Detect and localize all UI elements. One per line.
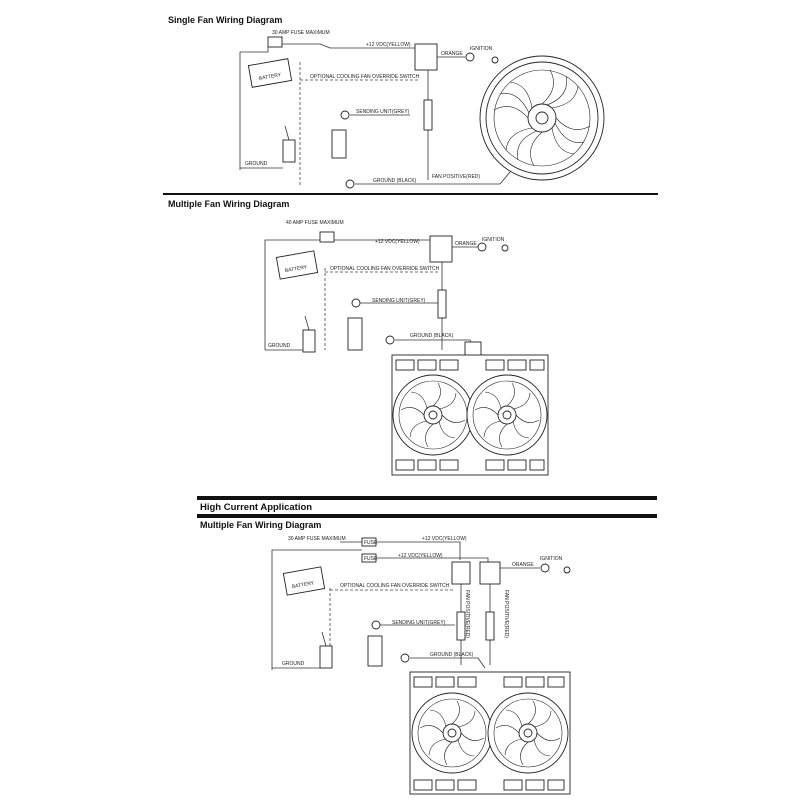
toggle-switch-icon bbox=[282, 139, 296, 163]
single-fan-title: Single Fan Wiring Diagram bbox=[168, 15, 283, 25]
fan-positive-label-2: FAN POSITIVE(RED) bbox=[464, 590, 470, 638]
ignition-label-1: IGNITION bbox=[470, 46, 493, 52]
ignition-icon bbox=[465, 52, 475, 62]
svg-text:BATTERY: BATTERY bbox=[291, 580, 315, 590]
fan-positive-label-1: FAN POSITIVE(RED) bbox=[432, 174, 480, 180]
fuse-icon bbox=[267, 36, 283, 48]
high-current-diagram: 30 AMP FUSE MAXIMUM FUSE FUSE BATTERY +1… bbox=[271, 536, 571, 795]
battery-label: BATTERY bbox=[258, 72, 282, 82]
svg-text:ORANGE: ORANGE bbox=[455, 241, 477, 247]
ground-black-label-1: GROUND (BLACK) bbox=[373, 178, 417, 184]
fuse-small-label-2: FUSE bbox=[364, 556, 378, 562]
svg-text:OPTIONAL COOLING FAN OVERRIDE: OPTIONAL COOLING FAN OVERRIDE SWITCH bbox=[340, 583, 450, 589]
ground-label-1: GROUND bbox=[245, 161, 268, 167]
svg-text:IGNITION: IGNITION bbox=[482, 237, 505, 243]
svg-text:SENDING UNIT(GREY): SENDING UNIT(GREY) bbox=[392, 620, 446, 626]
fan-icon-left bbox=[392, 374, 474, 456]
fan-shroud-2 bbox=[391, 354, 549, 476]
relay-icon bbox=[414, 43, 438, 71]
relay-icon-2 bbox=[429, 235, 453, 263]
svg-text:ORANGE: ORANGE bbox=[512, 562, 534, 568]
svg-text:30 AMP FUSE MAXIMUM: 30 AMP FUSE MAXIMUM bbox=[288, 536, 346, 542]
svg-text:SENDING UNIT(GREY): SENDING UNIT(GREY) bbox=[372, 298, 426, 304]
plus12-label-3: +12 VDC(YELLOW) bbox=[422, 536, 467, 542]
fan-icon-right bbox=[466, 374, 548, 456]
svg-text:GROUND: GROUND bbox=[282, 661, 305, 667]
multiple-fan-title: Multiple Fan Wiring Diagram bbox=[168, 199, 290, 209]
multiple-fan-diagram: 40 AMP FUSE MAXIMUM BATTERY +12 VDC(YELL… bbox=[264, 220, 549, 476]
override-label-2: OPTIONAL COOLING FAN OVERRIDE SWITCH bbox=[330, 266, 440, 272]
divider-2 bbox=[197, 496, 657, 500]
fan-icon-single bbox=[479, 55, 605, 181]
svg-text:IGNITION: IGNITION bbox=[540, 556, 563, 562]
sending-unit-icon bbox=[331, 129, 347, 159]
fan-shroud-3 bbox=[409, 671, 571, 795]
svg-text:GROUND: GROUND bbox=[268, 343, 291, 349]
battery-icon bbox=[247, 58, 293, 88]
single-fan-diagram: 30 AMP FUSE MAXIMUM BATTERY +12 VDC(YELL… bbox=[239, 30, 605, 189]
fan-positive-label-3: FAN POSITIVE(RED) bbox=[503, 590, 509, 638]
battery-icon-2 bbox=[275, 250, 319, 280]
fuse-30-label: 30 AMP FUSE MAXIMUM bbox=[272, 30, 330, 36]
plus12-label-2: +12 VDC(YELLOW) bbox=[375, 239, 420, 245]
svg-text:GROUND (BLACK): GROUND (BLACK) bbox=[410, 333, 454, 339]
battery-icon-3 bbox=[282, 566, 326, 596]
svg-text:GROUND (BLACK): GROUND (BLACK) bbox=[430, 652, 474, 658]
fuse-small-label-1: FUSE bbox=[364, 540, 378, 546]
high-current-subtitle: Multiple Fan Wiring Diagram bbox=[200, 520, 322, 530]
fuse-40-label: 40 AMP FUSE MAXIMUM bbox=[286, 220, 344, 226]
plus12-label-4: +12 VDC(YELLOW) bbox=[398, 553, 443, 559]
divider-3 bbox=[197, 514, 657, 518]
orange-label-1: ORANGE bbox=[441, 51, 463, 57]
sending-label-1: SENDING UNIT(GREY) bbox=[356, 109, 410, 115]
plus12-label-1: +12 VDC(YELLOW) bbox=[366, 42, 411, 48]
divider-1 bbox=[163, 193, 658, 195]
override-label-1: OPTIONAL COOLING FAN OVERRIDE SWITCH bbox=[310, 74, 420, 80]
high-current-title: High Current Application bbox=[200, 502, 313, 513]
svg-text:BATTERY: BATTERY bbox=[284, 264, 308, 274]
